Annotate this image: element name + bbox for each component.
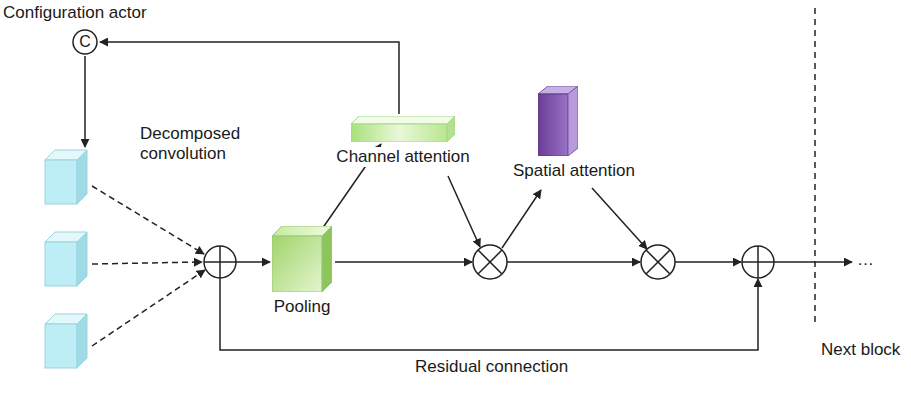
dashed-arrows (92, 186, 205, 346)
channel-attention-bar: Channel attention (318, 116, 488, 167)
group-label: Decomposed convolution (140, 124, 262, 164)
spatial-attention-slab: Spatial attention (498, 86, 650, 181)
connection-label: Residual connection (415, 357, 568, 377)
actor-circle: C (72, 29, 98, 55)
pooling-cube-shape (272, 226, 332, 292)
node-letter: C (72, 29, 98, 55)
multiply-symbol (473, 245, 507, 279)
conv-cube (45, 150, 87, 204)
node-label: Channel attention (334, 147, 471, 167)
config-arrow (84, 56, 86, 147)
actor-title: Configuration actor (3, 3, 147, 23)
spatial-attention-slab-shape (538, 86, 578, 156)
pooling-cube: Pooling (257, 226, 347, 317)
channel-attention-bar-shape (351, 116, 455, 142)
conv-cube (45, 314, 87, 368)
sum-symbol (742, 246, 774, 278)
sum-symbol (204, 246, 236, 278)
node-label: Spatial attention (511, 161, 637, 181)
node-label: Pooling (272, 297, 333, 317)
flow-lines (220, 176, 852, 350)
multiply-symbol (641, 245, 675, 279)
block-separator (814, 8, 816, 322)
conv-cube (45, 232, 87, 286)
flow-arrow (100, 42, 399, 114)
block-label: Next block (821, 340, 900, 360)
continuation-mark: … (857, 250, 874, 270)
